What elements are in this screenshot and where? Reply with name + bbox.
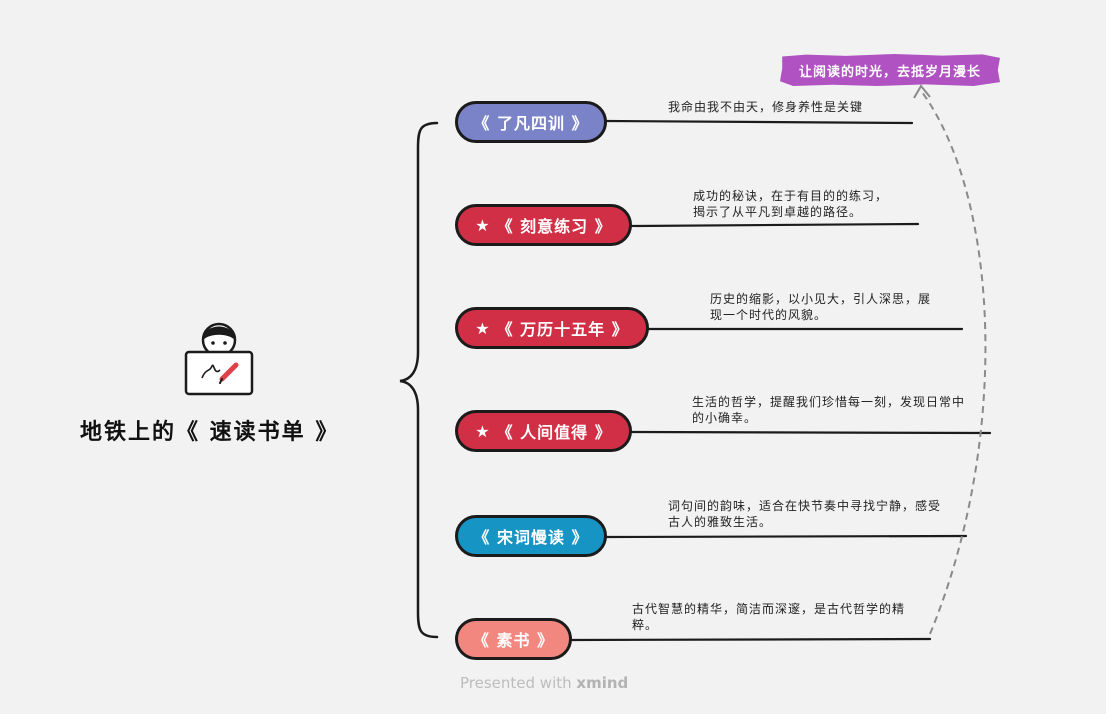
desc-line: 成功的秘诀，在于有目的的练习， bbox=[693, 189, 889, 203]
topic-label: 《 宋词慢读 》 bbox=[473, 528, 589, 547]
topic-description[interactable]: 生活的哲学，提醒我们珍惜每一刻，发现日常中 的小确幸。 bbox=[692, 394, 965, 426]
topic-description[interactable]: 我命由我不由天，修身养性是关键 bbox=[668, 99, 863, 115]
topic-label: 《 万历十五年 》 bbox=[496, 320, 629, 339]
person-with-tablet-icon bbox=[184, 322, 254, 396]
arrow-head bbox=[913, 84, 931, 99]
topic-sushu[interactable]: 《 素书 》 bbox=[455, 618, 572, 660]
topic-description[interactable]: 历史的缩影，以小见大，引人深思，展 现一个时代的风貌。 bbox=[710, 291, 931, 323]
topic-description[interactable]: 成功的秘诀，在于有目的的练习， 揭示了从平凡到卓越的路径。 bbox=[693, 188, 888, 220]
desc-line: 古人的雅致生活。 bbox=[668, 515, 773, 529]
desc-line: 古代智慧的精华，简洁而深邃，是古代哲学的精 bbox=[632, 602, 906, 616]
desc-underline-1 bbox=[604, 119, 914, 125]
topic-label: 《 人间值得 》 bbox=[496, 423, 612, 442]
desc-line: 词句间的韵味，适合在快节奏中寻找宁静，感受 bbox=[668, 499, 942, 513]
star-icon: ★ bbox=[475, 421, 491, 441]
topic-wanli-shiwunian[interactable]: ★ 《 万历十五年 》 bbox=[455, 307, 649, 349]
footer-prefix: Presented with bbox=[460, 674, 572, 692]
topic-description[interactable]: 词句间的韵味，适合在快节奏中寻找宁静，感受 古人的雅致生活。 bbox=[668, 498, 941, 530]
xmind-logo: xmind bbox=[576, 674, 629, 692]
topic-songci-mandu[interactable]: 《 宋词慢读 》 bbox=[455, 515, 607, 557]
star-icon: ★ bbox=[475, 318, 491, 338]
desc-underline-5 bbox=[604, 534, 968, 539]
topic-label: 《 刻意练习 》 bbox=[496, 217, 612, 236]
desc-line: 生活的哲学，提醒我们珍惜每一刻，发现日常中 bbox=[692, 395, 966, 409]
topic-liaofan-sixun[interactable]: 《 了凡四训 》 bbox=[455, 101, 607, 143]
topic-keyi-lianxi[interactable]: ★ 《 刻意练习 》 bbox=[455, 204, 632, 246]
star-icon: ★ bbox=[475, 215, 491, 235]
desc-line: 粹。 bbox=[632, 618, 659, 632]
desc-underline-2 bbox=[628, 222, 920, 228]
topic-label: 《 了凡四训 》 bbox=[473, 114, 589, 133]
desc-underline-4 bbox=[629, 430, 992, 435]
desc-line: 揭示了从平凡到卓越的路径。 bbox=[693, 205, 863, 219]
topic-renjian-zhide[interactable]: ★ 《 人间值得 》 bbox=[455, 410, 632, 452]
topic-description[interactable]: 古代智慧的精华，简洁而深邃，是古代哲学的精 粹。 bbox=[632, 601, 905, 633]
relationship-arrow bbox=[921, 91, 987, 635]
desc-line: 的小确幸。 bbox=[692, 411, 758, 425]
topic-label: 《 素书 》 bbox=[472, 631, 555, 650]
desc-line: 我命由我不由天，修身养性是关键 bbox=[668, 100, 864, 114]
desc-line: 现一个时代的风貌。 bbox=[710, 308, 828, 322]
presented-with-footer: Presented with xmind bbox=[460, 674, 628, 692]
topic-brace bbox=[399, 121, 439, 639]
desc-underline-6 bbox=[569, 637, 932, 642]
desc-line: 历史的缩影，以小见大，引人深思，展 bbox=[710, 292, 932, 306]
slogan-callout[interactable]: 让阅读的时光，去抵岁月漫长 bbox=[780, 54, 1000, 86]
root-title[interactable]: 地铁上的《 速读书单 》 bbox=[80, 420, 340, 445]
